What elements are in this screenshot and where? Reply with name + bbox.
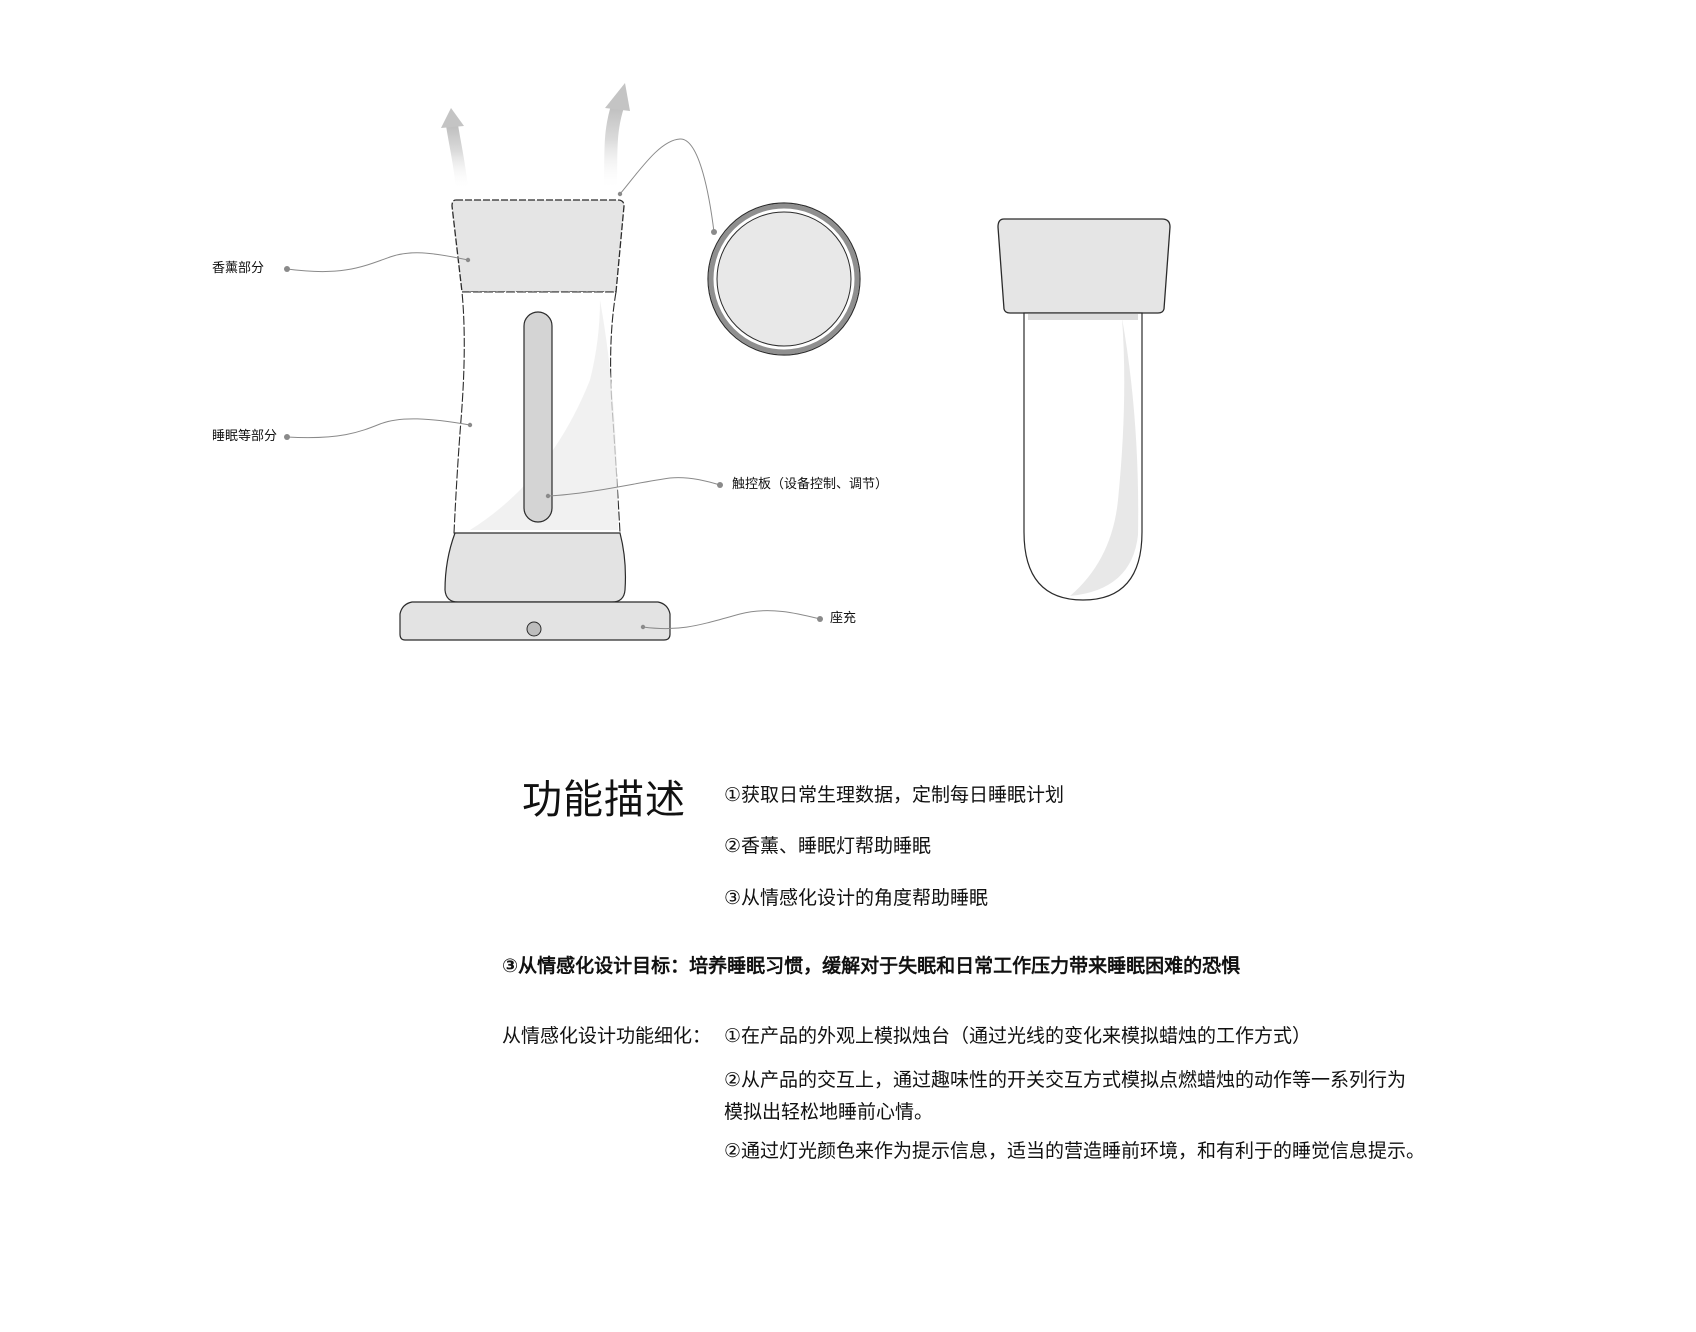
callout-aroma: 香薰部分 — [212, 261, 265, 276]
feature-item-3: ③从情感化设计的角度帮助睡眠 — [724, 887, 989, 909]
top-view — [707, 202, 861, 356]
refinement-item-2: ②从产品的交互上，通过趣味性的开关交互方式模拟点燃蜡烛的动作等一系列行为 — [724, 1069, 1407, 1091]
refinement-item-1: ①在产品的外观上模拟烛台（通过光线的变化来模拟蜡烛的工作方式） — [724, 1025, 1312, 1047]
refinement-label: 从情感化设计功能细化： — [502, 1025, 712, 1047]
callout-charging-base: 座充 — [830, 611, 857, 626]
aroma-section-shape — [451, 199, 625, 293]
charging-base-shape — [399, 601, 671, 641]
touch-panel-shape — [523, 311, 553, 523]
steam-left — [441, 108, 468, 196]
capsule-side-view — [997, 218, 1171, 601]
refinement-item-3: ②通过灯光颜色来作为提示信息，适当的营造睡前环境，和有利于的睡觉信息提示。 — [724, 1140, 1426, 1162]
callout-touch-panel: 触控板（设备控制、调节） — [732, 477, 889, 492]
section-title: 功能描述 — [522, 777, 686, 823]
charging-indicator — [526, 621, 542, 637]
refinement-item-2-cont: 模拟出轻松地睡前心情。 — [724, 1101, 934, 1123]
design-goal: ③从情感化设计目标：培养睡眠习惯，缓解对于失眠和日常工作压力带来睡眠困难的恐惧 — [502, 955, 1241, 977]
feature-item-1: ①获取日常生理数据，定制每日睡眠计划 — [724, 784, 1065, 806]
feature-item-2: ②香薰、睡眠灯帮助睡眠 — [724, 835, 932, 857]
lower-body-shape — [444, 532, 627, 603]
callout-sleep-light: 睡眠等部分 — [212, 429, 278, 444]
steam-right — [603, 83, 630, 197]
product-diagram: 香薰部分 睡眠等部分 触控板（设备控制、调节） 座充 — [212, 83, 1171, 641]
leader-dots — [284, 191, 823, 630]
product-illustration — [284, 83, 1171, 641]
leader-lines — [286, 138, 821, 630]
